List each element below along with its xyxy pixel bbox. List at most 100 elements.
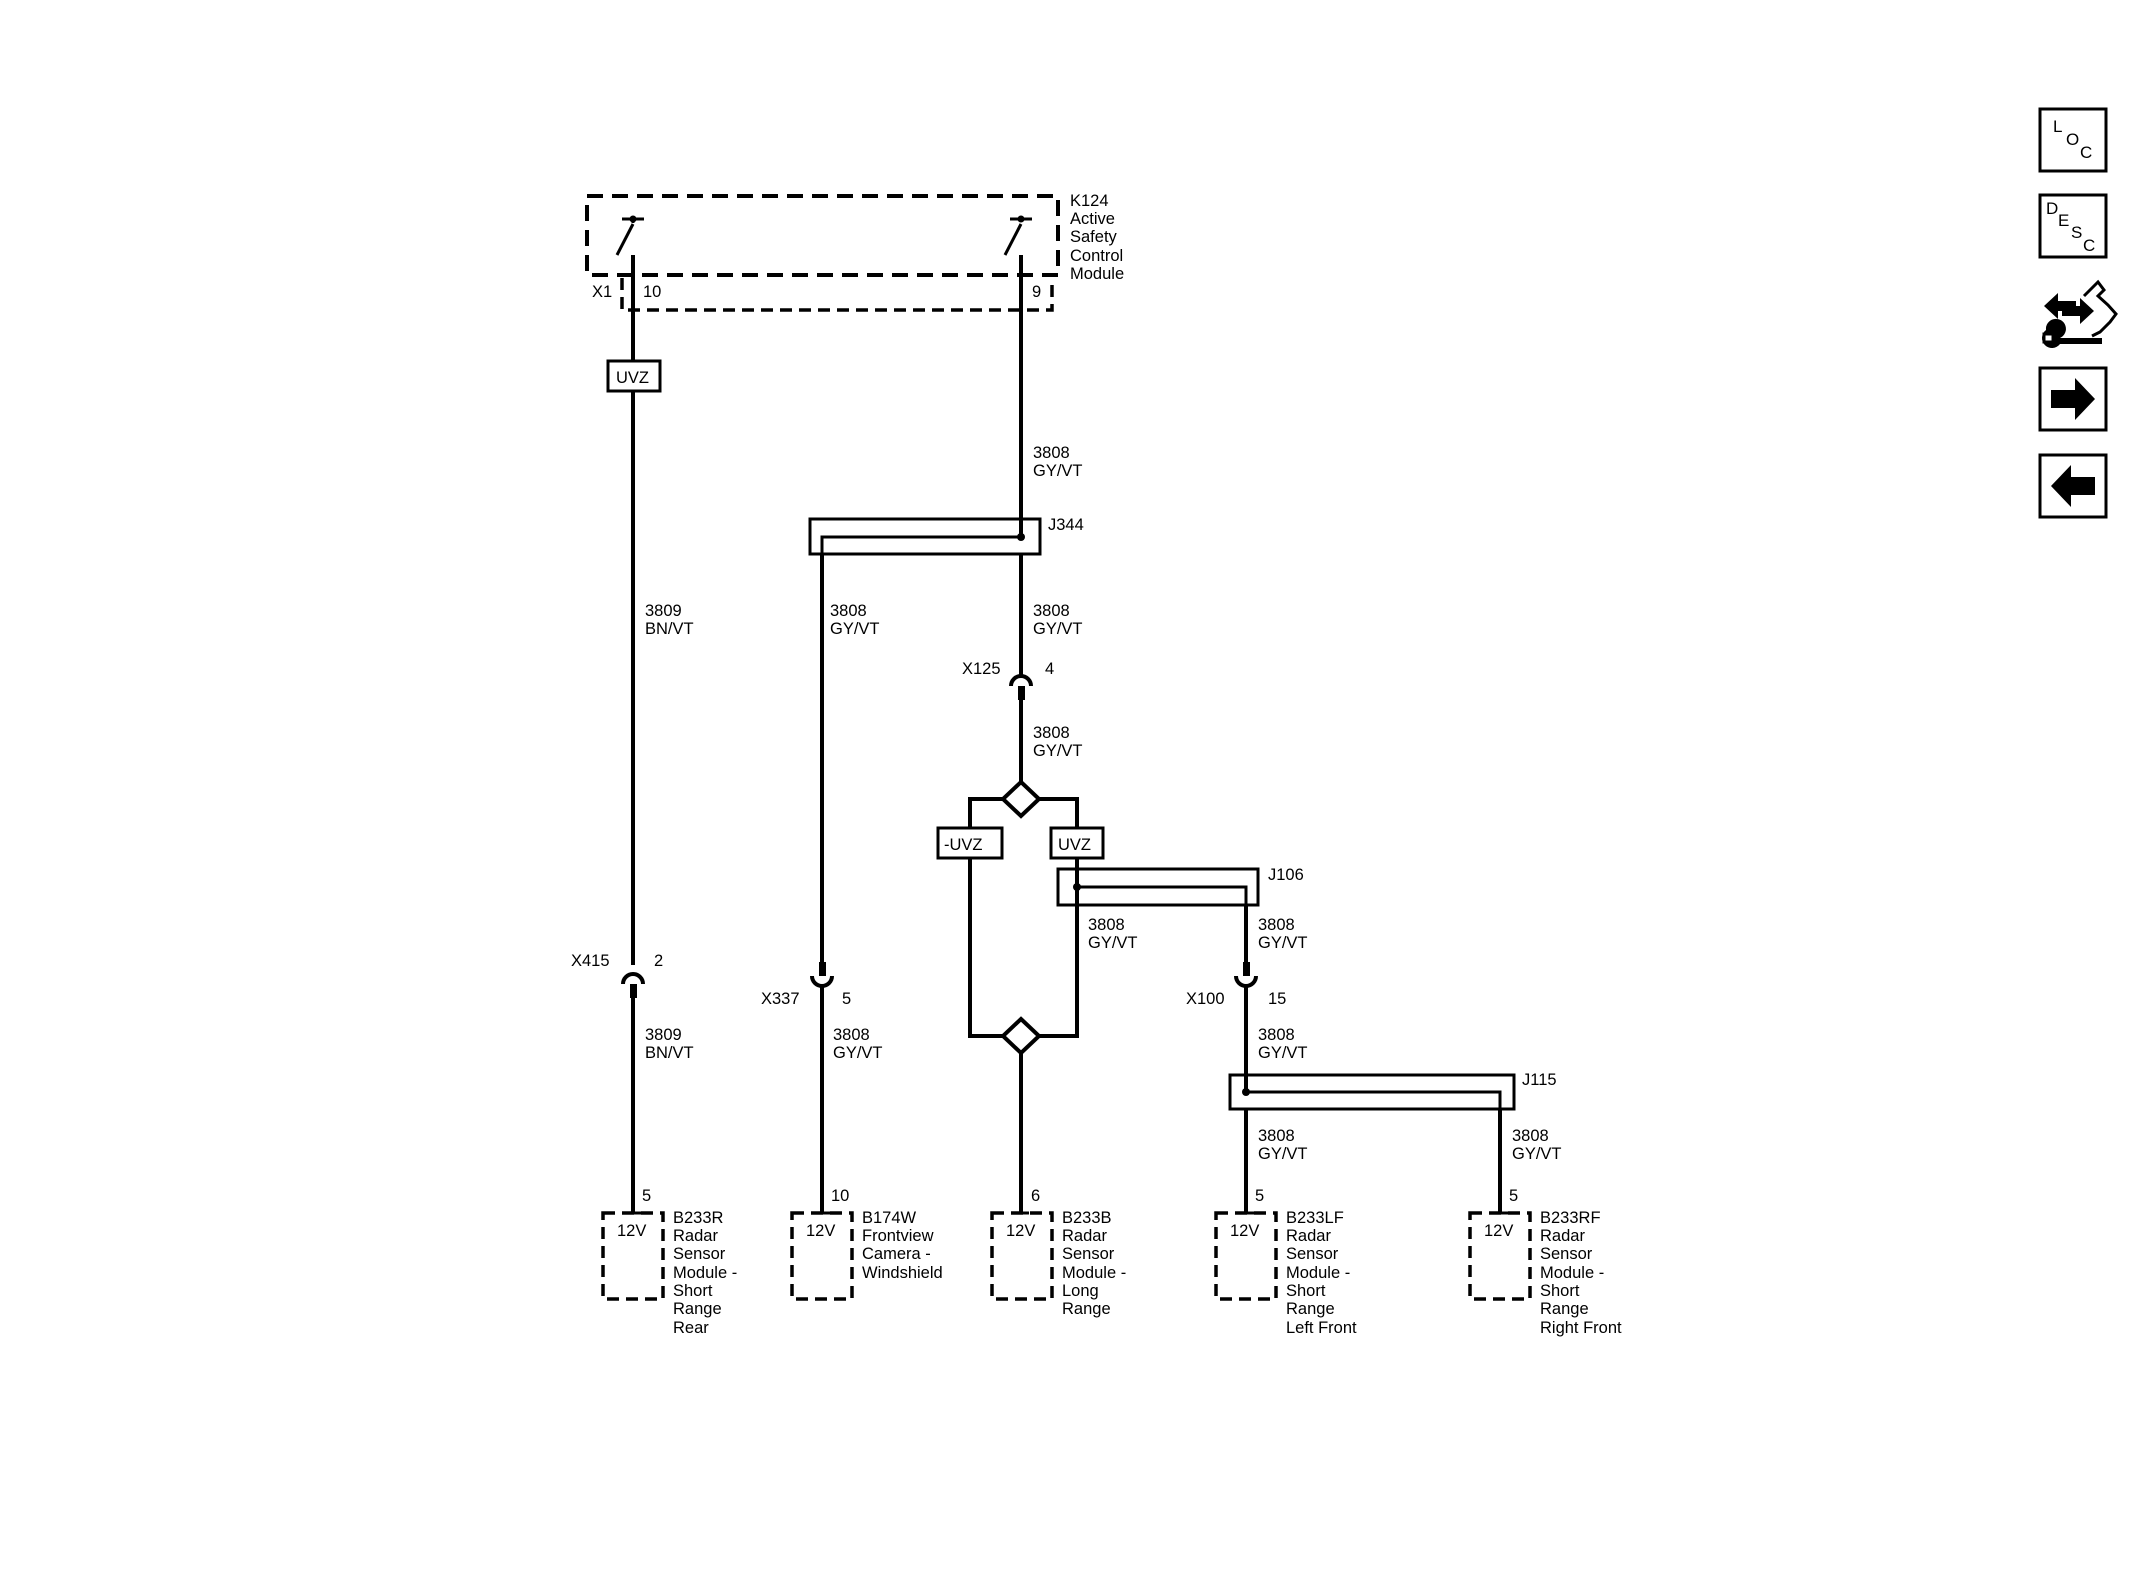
wire-code: 3808 xyxy=(1512,1127,1549,1145)
component-desc-line: Radar xyxy=(1062,1227,1107,1245)
module-desc-line: Active xyxy=(1070,210,1115,228)
loc-letter: O xyxy=(2066,130,2079,149)
wire-color: GY/VT xyxy=(1512,1145,1562,1163)
component-pin: 10 xyxy=(831,1187,849,1205)
arrow-right-icon xyxy=(2051,378,2095,420)
wrench-icon xyxy=(2041,318,2102,349)
desc-button[interactable]: D E S C xyxy=(2038,193,2108,259)
component-supply: 12V xyxy=(617,1222,646,1240)
neg-uvz-option-label: -UVZ xyxy=(944,836,983,854)
component-desc-line: Sensor xyxy=(1540,1245,1593,1263)
wire-color: GY/VT xyxy=(1258,1044,1308,1062)
module-id: K124 xyxy=(1070,192,1109,210)
loc-letter: C xyxy=(2080,143,2092,162)
desc-letter: S xyxy=(2071,223,2082,242)
desc-letter: E xyxy=(2058,211,2069,230)
component-desc-line: Radar xyxy=(673,1227,718,1245)
circuit-3808-b174w: 3808 GY/VT X337 5 3808 GY/VT xyxy=(761,554,883,1213)
component-desc-line: Left Front xyxy=(1286,1319,1357,1337)
component-desc-line: Module - xyxy=(1540,1264,1604,1282)
component-pin: 5 xyxy=(1255,1187,1264,1205)
component-pin: 6 xyxy=(1031,1187,1040,1205)
double-arrow-icon xyxy=(2044,293,2094,324)
switch-right xyxy=(1003,215,1032,256)
inline-connector-id: X415 xyxy=(571,952,610,970)
component-desc-line: Long xyxy=(1062,1282,1099,1300)
wire-color: BN/VT xyxy=(645,1044,694,1062)
component-desc-line: Short xyxy=(673,1282,713,1300)
component-supply: 12V xyxy=(806,1222,835,1240)
back-button[interactable] xyxy=(2038,453,2108,519)
arrow-left-icon xyxy=(2051,465,2095,507)
inline-connector-id: X125 xyxy=(962,660,1001,678)
splice-label: J115 xyxy=(1522,1071,1557,1089)
module-pin-right: 9 xyxy=(1032,283,1041,301)
component-b233b: 6 12V B233B Radar Sensor Module - Long R… xyxy=(990,1187,1126,1318)
component-desc-line: Module - xyxy=(673,1264,737,1282)
wire-code: 3809 xyxy=(645,1026,682,1044)
wire-color: GY/VT xyxy=(833,1044,883,1062)
component-desc-line: Module - xyxy=(1286,1264,1350,1282)
inline-connector-id: X100 xyxy=(1186,990,1225,1008)
splice-j106: J106 3808 GY/VT xyxy=(1056,866,1304,952)
component-desc-line: Radar xyxy=(1286,1227,1331,1245)
component-id: B233R xyxy=(673,1209,724,1227)
desc-letter: D xyxy=(2046,199,2058,218)
uvz-option-box xyxy=(606,359,662,393)
component-desc-line: Rear xyxy=(673,1319,709,1337)
component-id: B233RF xyxy=(1540,1209,1601,1227)
inline-connector-pin: 5 xyxy=(842,990,851,1008)
component-desc-line: Radar xyxy=(1540,1227,1585,1245)
wire-code: 3808 xyxy=(1258,1026,1295,1044)
desc-letter: C xyxy=(2083,236,2095,255)
circuit-3809: UVZ 3809 BN/VT X415 2 3809 BN/VT xyxy=(571,255,694,1213)
uvz-option-label: UVZ xyxy=(1058,836,1091,854)
component-desc-line: Range xyxy=(1062,1300,1111,1318)
component-desc-line: Range xyxy=(673,1300,722,1318)
circuit-3808-x125: 3808 GY/VT X125 4 3808 GY/VT xyxy=(962,554,1083,782)
component-b174w: 10 12V B174W Frontview Camera - Windshie… xyxy=(790,1187,943,1301)
component-supply: 12V xyxy=(1006,1222,1035,1240)
component-desc-line: Right Front xyxy=(1540,1319,1622,1337)
option-split: -UVZ UVZ xyxy=(936,779,1105,1213)
loc-button[interactable]: L O C xyxy=(2038,107,2108,173)
inline-connector-pin: 15 xyxy=(1268,990,1286,1008)
wire-code: 3808 xyxy=(1088,916,1125,934)
component-b233lf: 5 12V B233LF Radar Sensor Module - Short… xyxy=(1214,1187,1357,1337)
connector-tools-button[interactable] xyxy=(2041,279,2118,349)
component-b233r: 5 12V B233R Radar Sensor Module - Short … xyxy=(601,1187,737,1337)
puzzle-shape-icon xyxy=(2082,279,2118,338)
circuit-3808-trunk: 3808 GY/VT xyxy=(1019,255,1083,537)
component-desc-line: Module - xyxy=(1062,1264,1126,1282)
module-desc-line: Control xyxy=(1070,247,1123,265)
circuit-3808-x100: 3808 GY/VT X100 15 3808 GY/VT xyxy=(1186,905,1308,1092)
component-pin: 5 xyxy=(1509,1187,1518,1205)
component-pin: 5 xyxy=(642,1187,651,1205)
component-desc-line: Windshield xyxy=(862,1264,943,1282)
component-desc-line: Camera - xyxy=(862,1245,931,1263)
wire-code: 3808 xyxy=(1258,1127,1295,1145)
component-id: B233LF xyxy=(1286,1209,1344,1227)
uvz-option-label: UVZ xyxy=(616,369,649,387)
splice-j115: J115 3808 GY/VT 3808 GY/VT xyxy=(1228,1071,1562,1213)
component-desc-line: Range xyxy=(1540,1300,1589,1318)
wire-code: 3808 xyxy=(1033,444,1070,462)
switch-left xyxy=(615,215,644,256)
component-desc-line: Frontview xyxy=(862,1227,934,1245)
component-id: B233B xyxy=(1062,1209,1112,1227)
wire-code: 3808 xyxy=(830,602,867,620)
inline-connector-pin: 2 xyxy=(654,952,663,970)
component-b233rf: 5 12V B233RF Radar Sensor Module - Short… xyxy=(1468,1187,1622,1337)
component-desc-line: Short xyxy=(1540,1282,1580,1300)
component-desc-line: Sensor xyxy=(1286,1245,1339,1263)
loc-letter: L xyxy=(2053,117,2062,136)
component-supply: 12V xyxy=(1230,1222,1259,1240)
module-connector-label: X1 xyxy=(592,283,612,301)
forward-button[interactable] xyxy=(2038,366,2108,432)
wire-code: 3808 xyxy=(1033,602,1070,620)
component-desc-line: Sensor xyxy=(673,1245,726,1263)
component-desc-line: Range xyxy=(1286,1300,1335,1318)
wire-code: 3808 xyxy=(1258,916,1295,934)
splice-label: J106 xyxy=(1268,866,1304,884)
